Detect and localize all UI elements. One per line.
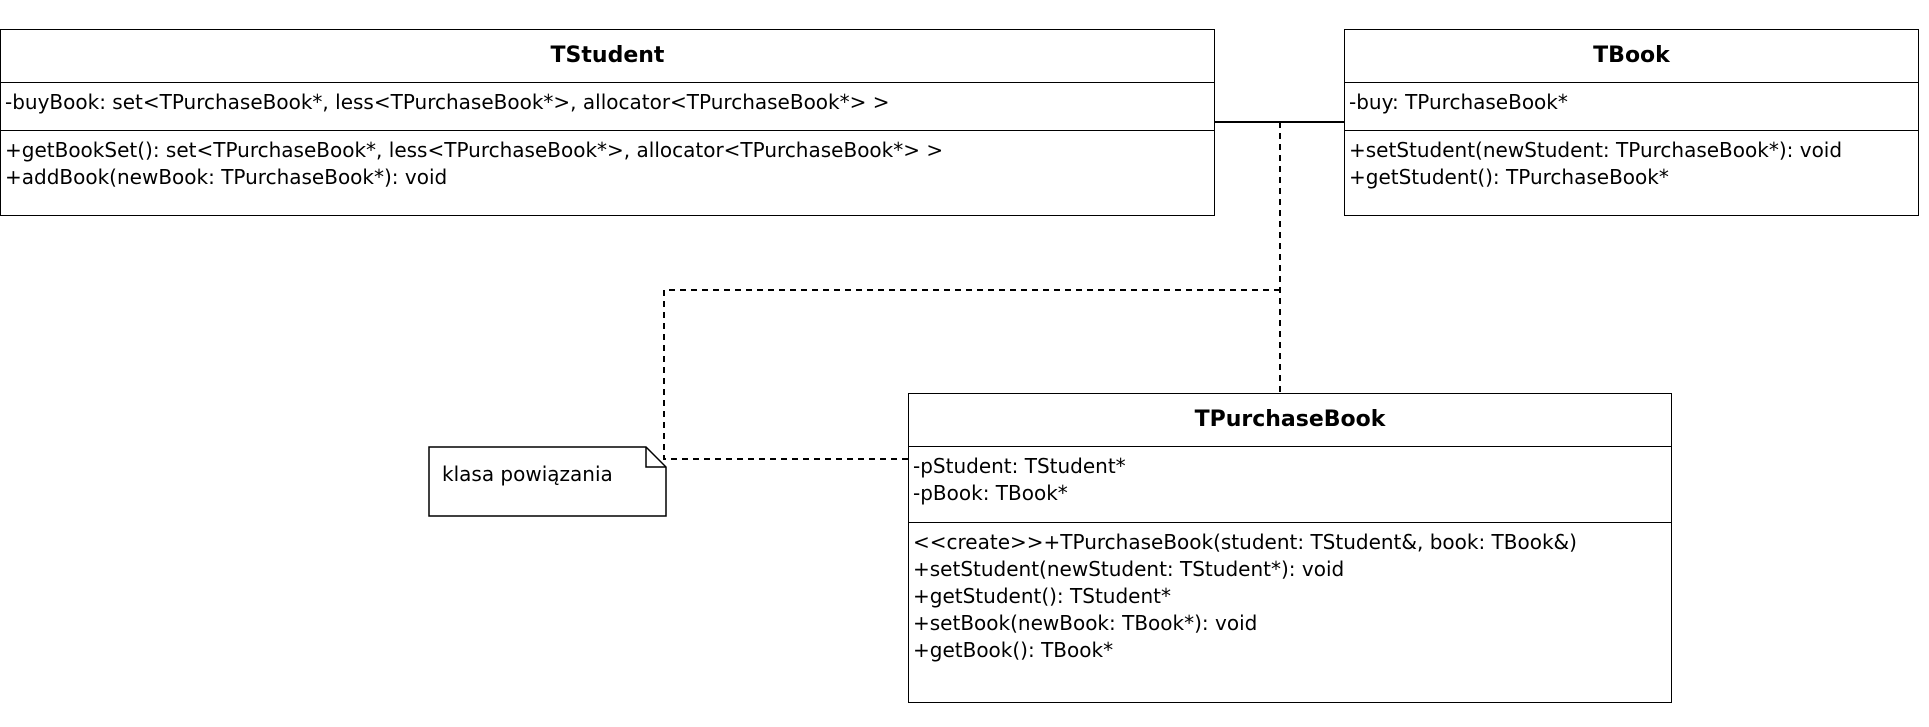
operation: +getStudent(): TStudent* [913,584,1171,608]
attribute: -buyBook: set<TPurchaseBook*, less<TPurc… [5,90,890,114]
note[interactable] [428,446,668,520]
class-tstudent-operations: +getBookSet(): set<TPurchaseBook*, less<… [1,131,1214,197]
class-tstudent-attributes: -buyBook: set<TPurchaseBook*, less<TPurc… [1,83,1214,131]
attribute: -buy: TPurchaseBook* [1349,90,1568,114]
operation: +setStudent(newStudent: TPurchaseBook*):… [1349,138,1843,162]
operation: +setStudent(newStudent: TStudent*): void [913,557,1345,581]
operation: +setBook(newBook: TBook*): void [913,611,1258,635]
class-tbook[interactable]: TBook -buy: TPurchaseBook* +setStudent(n… [1344,29,1919,216]
class-tpurchasebook-name: TPurchaseBook [909,394,1671,447]
attribute: -pBook: TBook* [913,481,1068,505]
class-tbook-name: TBook [1345,30,1918,83]
attribute: -pStudent: TStudent* [913,454,1126,478]
class-tstudent[interactable]: TStudent -buyBook: set<TPurchaseBook*, l… [0,29,1215,216]
operation: +getBookSet(): set<TPurchaseBook*, less<… [5,138,944,162]
operation: +addBook(newBook: TPurchaseBook*): void [5,165,448,189]
operation: +getStudent(): TPurchaseBook* [1349,165,1669,189]
note-anchor-line [663,289,1280,460]
class-tpurchasebook[interactable]: TPurchaseBook -pStudent: TStudent* -pBoo… [908,393,1672,703]
class-tbook-operations: +setStudent(newStudent: TPurchaseBook*):… [1345,131,1918,197]
operation: +getBook(): TBook* [913,638,1114,662]
note-text: klasa powiązania [442,462,613,486]
class-tbook-attributes: -buy: TPurchaseBook* [1345,83,1918,131]
class-tpurchasebook-attributes: -pStudent: TStudent* -pBook: TBook* [909,447,1671,523]
class-tstudent-name: TStudent [1,30,1214,83]
note-outline [428,446,667,517]
class-tpurchasebook-operations: <<create>>+TPurchaseBook(student: TStude… [909,523,1671,670]
operation: <<create>>+TPurchaseBook(student: TStude… [913,530,1577,554]
note-fold [645,447,666,468]
